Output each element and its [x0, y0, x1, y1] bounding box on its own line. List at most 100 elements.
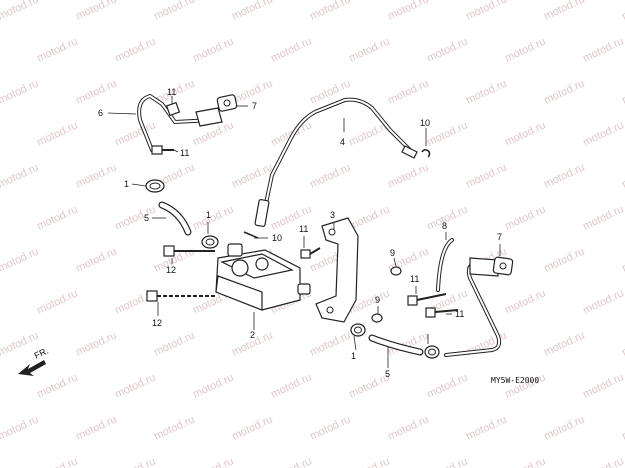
watermark-text: motod.ru: [269, 371, 313, 400]
leader-lines: [107, 105, 501, 368]
watermark-text: motod.ru: [0, 203, 2, 232]
watermark-text: motod.ru: [542, 0, 586, 23]
callout-10: 10: [272, 233, 282, 243]
clamp-middle: [201, 235, 219, 249]
callout-7: 7: [252, 101, 257, 111]
watermark-text: motod.ru: [464, 413, 508, 442]
watermark-text: motod.ru: [35, 287, 79, 316]
bracket: [315, 217, 359, 323]
watermark-text: motod.ru: [308, 161, 352, 190]
watermark-text: motod.ru: [74, 77, 118, 106]
watermark-text: motod.ru: [191, 203, 235, 232]
watermark-text: motod.ru: [581, 119, 625, 148]
watermark-text: motod.ru: [386, 161, 430, 190]
watermark-text: motod.ru: [581, 203, 625, 232]
watermark-text: motod.ru: [0, 119, 2, 148]
watermark-text: motod.ru: [464, 77, 508, 106]
callout-11: 11: [455, 309, 464, 319]
watermark-text: motod.ru: [0, 161, 41, 190]
bolt-right-lower: [425, 307, 459, 318]
clamp-right: [424, 345, 440, 359]
callout-8: 8: [442, 221, 447, 231]
watermark-text: motod.ru: [230, 413, 274, 442]
nut-upper: [390, 266, 402, 276]
watermark-text: motod.ru: [425, 455, 469, 468]
watermark-text: motod.ru: [191, 455, 235, 468]
direction-label: FR.: [33, 346, 50, 361]
bolt-12-upper: [163, 245, 215, 257]
watermark-text: motod.ru: [620, 161, 625, 190]
callout-1: 1: [206, 210, 211, 220]
watermark-text: motod.ru: [464, 0, 508, 23]
watermark-text: motod.ru: [542, 161, 586, 190]
bolt-right-upper: [407, 293, 447, 306]
callout-1: 1: [124, 179, 129, 189]
watermark-text: motod.ru: [0, 245, 41, 274]
clamp-upper: [145, 179, 165, 193]
callout-6: 6: [98, 108, 103, 118]
watermark-text: motod.ru: [35, 203, 79, 232]
callout-11: 11: [167, 87, 176, 97]
clip-pipe-end: [421, 149, 431, 158]
watermark-text: motod.ru: [425, 35, 469, 64]
watermark-text: motod.ru: [74, 245, 118, 274]
hose-left: [158, 201, 192, 236]
watermark-text: motod.ru: [503, 35, 547, 64]
watermark-text: motod.ru: [542, 413, 586, 442]
watermark-text: motod.ru: [308, 77, 352, 106]
watermark-text: motod.ru: [35, 455, 79, 468]
watermark-text: motod.ru: [191, 371, 235, 400]
watermark-text: motod.ru: [425, 203, 469, 232]
callout-1: 1: [351, 351, 356, 361]
nut-lower: [371, 313, 383, 323]
watermark-text: motod.ru: [503, 203, 547, 232]
watermark-text: motod.ru: [0, 35, 2, 64]
watermark-text: motod.ru: [269, 455, 313, 468]
watermark-text: motod.ru: [542, 245, 586, 274]
long-pipe: [254, 97, 418, 227]
watermark-text: motod.ru: [425, 119, 469, 148]
right-pipe: [436, 238, 502, 357]
watermark-text: motod.ru: [74, 161, 118, 190]
valve-body: [215, 243, 311, 311]
watermark-text: motod.ru: [620, 77, 625, 106]
watermark-text: motod.ru: [0, 371, 2, 400]
watermark-text: motod.ru: [0, 413, 41, 442]
watermark-text: motod.ru: [581, 455, 625, 468]
watermark-text: motod.ru: [35, 119, 79, 148]
callout-11: 11: [299, 224, 308, 234]
bolt-12-lower: [146, 290, 215, 302]
watermark-text: motod.ru: [74, 329, 118, 358]
watermark-text: motod.ru: [620, 245, 625, 274]
hose-right: [368, 334, 424, 356]
watermark-text: motod.ru: [152, 0, 196, 23]
callout-5: 5: [144, 213, 149, 223]
callout-12: 12: [166, 265, 176, 275]
watermark-text: motod.ru: [74, 0, 118, 23]
watermark-text: motod.ru: [308, 0, 352, 23]
watermark-text: motod.ru: [308, 329, 352, 358]
callout-12: 12: [152, 318, 162, 328]
front-direction-arrow: FR.: [18, 346, 50, 376]
watermark-text: motod.ru: [425, 371, 469, 400]
watermark-text: motod.ru: [581, 287, 625, 316]
watermark-text: motod.ru: [503, 287, 547, 316]
watermark-text: motod.ru: [0, 455, 2, 468]
callouts: 6 11 7 11 1 5 1 10 11 3 4 10 12 12 2 9 9…: [98, 87, 502, 379]
callout-9: 9: [375, 295, 380, 305]
bolt-bracket: [300, 247, 321, 259]
watermark-text: motod.ru: [620, 413, 625, 442]
callout-2: 2: [250, 330, 255, 340]
callout-3: 3: [330, 210, 335, 220]
watermark-text: motod.ru: [386, 0, 430, 23]
watermark-text: motod.ru: [464, 329, 508, 358]
watermark-text: motod.ru: [503, 455, 547, 468]
callout-11: 11: [180, 148, 189, 158]
watermark-text: motod.ru: [113, 203, 157, 232]
watermark-text: motod.ru: [581, 371, 625, 400]
watermark-text: motod.ru: [0, 287, 2, 316]
watermark-text: motod.ru: [620, 329, 625, 358]
callout-4: 4: [340, 137, 345, 147]
gasket-left: [216, 94, 238, 112]
